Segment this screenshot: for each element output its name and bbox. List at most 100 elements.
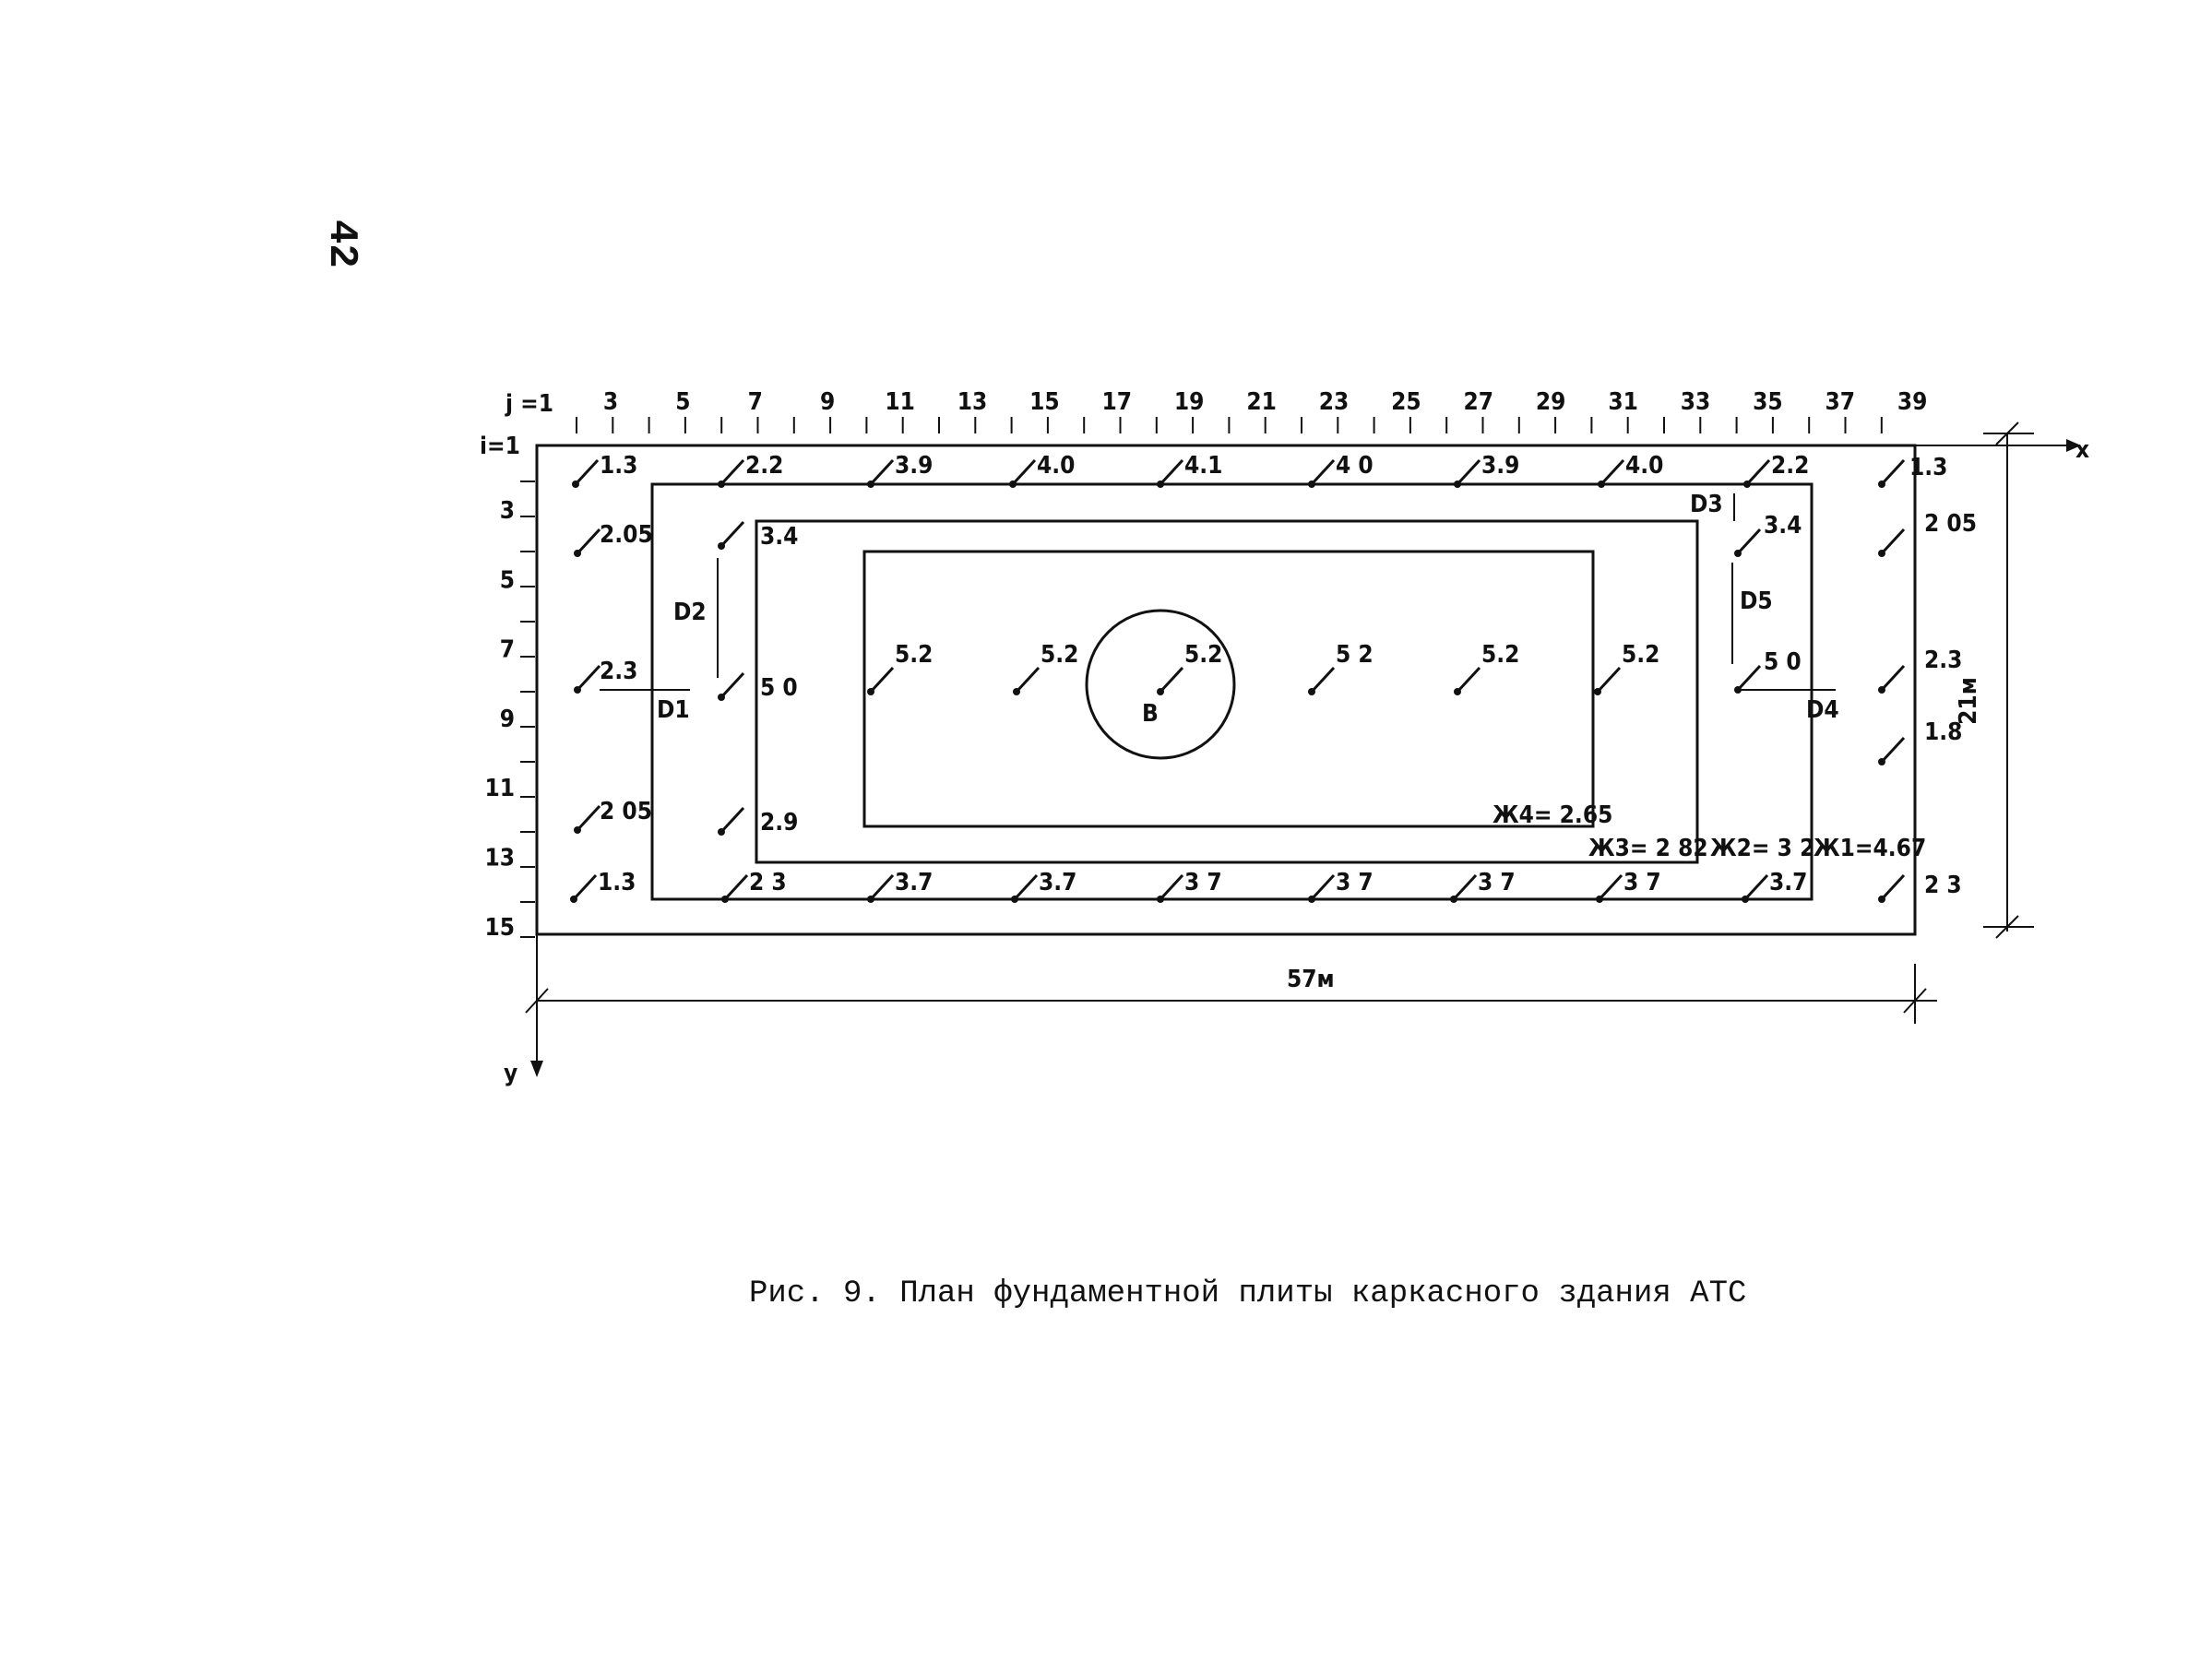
height-dimension: 21м — [1955, 677, 1982, 725]
value-point: 1.3 — [570, 869, 636, 903]
region-d3-label: D3 — [1690, 491, 1723, 518]
j-tick-label: 15 — [1029, 388, 1060, 416]
j-tick-label: 21 — [1246, 388, 1277, 416]
i-tick-label: 3 — [500, 497, 515, 525]
i-tick-label: 5 — [500, 566, 515, 594]
j-tick-label: 37 — [1825, 388, 1856, 416]
i-tick-label: 15 — [484, 914, 515, 942]
value-label: 1.3 — [600, 452, 637, 480]
i-tick-label: 9 — [500, 706, 515, 733]
value-point: 2.2 — [718, 452, 783, 488]
value-point: 3.7 — [1742, 869, 1807, 903]
value-label: 2 3 — [749, 869, 787, 896]
value-label: 2 05 — [600, 798, 652, 825]
value-label: 3.7 — [1039, 869, 1076, 896]
i-tick-marks: 3 5 7 9 11 13 15 — [484, 481, 535, 942]
value-label: 4 0 — [1336, 452, 1374, 480]
value-label: 5 0 — [760, 674, 798, 702]
value-label: 5.2 — [1041, 641, 1078, 669]
region-d5-label: D5 — [1740, 587, 1773, 615]
value-point: 3 7 — [1450, 869, 1516, 903]
value-point: 2 3 — [721, 869, 787, 903]
value-point: 5.2 — [1013, 641, 1078, 695]
value-point: 2.2 — [1743, 452, 1809, 488]
value-point: 1.3 — [1878, 454, 1947, 488]
value-label: 2.2 — [1771, 452, 1809, 480]
j-tick-label: 9 — [820, 388, 835, 416]
x-axis-label: x — [2075, 436, 2089, 464]
region-d1-label: D1 — [657, 696, 690, 724]
value-label: 4.0 — [1037, 452, 1075, 480]
value-point: 1.8 — [1878, 718, 1962, 765]
zone-k1-label: Ж1=4.67 — [1814, 835, 1926, 862]
value-label: 3.7 — [1769, 869, 1807, 896]
value-point: 3.4 — [1734, 512, 1802, 557]
j-tick-label: 23 — [1319, 388, 1350, 416]
value-label: 3 7 — [1478, 869, 1516, 896]
value-point: 2.3 — [574, 658, 637, 694]
value-label: 5.2 — [1184, 641, 1222, 669]
zone-k2-label: Ж2= 3 2 — [1710, 835, 1814, 862]
value-label: 2 05 — [1924, 510, 1977, 538]
j-tick-label: 33 — [1681, 388, 1711, 416]
value-label: 3.7 — [895, 869, 933, 896]
value-label: 2.3 — [1924, 647, 1962, 674]
value-point: 3 7 — [1308, 869, 1374, 903]
value-point: 2.9 — [718, 806, 798, 836]
value-point: 5 2 — [1308, 641, 1374, 695]
zone-k4-label: Ж4= 2.65 — [1493, 801, 1612, 829]
i-tick-label: 7 — [500, 636, 515, 664]
value-label: 3 7 — [1623, 869, 1661, 896]
j-tick-label: 7 — [748, 388, 763, 416]
j-axis-label: j =1 — [505, 390, 553, 418]
value-point: 3 7 — [1157, 869, 1222, 903]
value-point: 4.0 — [1598, 452, 1663, 488]
j-tick-label: 11 — [885, 388, 915, 416]
zone-k2-outline — [650, 482, 1814, 901]
value-point: 5.2 — [1454, 641, 1519, 695]
value-label: 5 2 — [1336, 641, 1374, 669]
value-point: 5.2 — [1594, 641, 1659, 695]
i-tick-label: 13 — [484, 845, 515, 872]
value-label: 5.2 — [1481, 641, 1519, 669]
value-label: 2.05 — [600, 521, 653, 549]
value-label: 1.3 — [1909, 454, 1947, 481]
i-tick-label: 11 — [484, 775, 515, 802]
value-label: 2.9 — [760, 809, 798, 836]
value-label: 2 3 — [1924, 872, 1962, 899]
value-label: 3 7 — [1184, 869, 1222, 896]
value-point: 3.4 — [718, 520, 798, 551]
j-tick-label: 25 — [1391, 388, 1421, 416]
width-dimension: 57м — [1287, 966, 1335, 993]
value-label: 5 0 — [1764, 648, 1802, 676]
region-b-label: B — [1142, 700, 1159, 728]
value-point: 1.3 — [572, 452, 637, 488]
value-point: 3.7 — [1011, 869, 1076, 903]
value-point: 3.7 — [867, 869, 933, 903]
value-point: 5.2 — [867, 641, 933, 695]
zone-k4-outline — [862, 550, 1595, 828]
value-point: 3 7 — [1596, 869, 1661, 903]
value-point: 5.2 — [1157, 641, 1222, 695]
value-label: 1.8 — [1924, 718, 1962, 746]
value-label: 3.9 — [895, 452, 933, 480]
value-point: 2.05 — [574, 521, 653, 557]
j-tick-label: 17 — [1102, 388, 1133, 416]
figure-caption: Рис. 9. План фундаментной плиты каркасно… — [749, 1276, 1747, 1311]
j-tick-label: 19 — [1174, 388, 1205, 416]
value-label: 3.4 — [1764, 512, 1802, 540]
value-point: 2 05 — [574, 798, 652, 834]
value-point: 2 3 — [1878, 872, 1962, 903]
value-point: 4 0 — [1308, 452, 1374, 488]
value-point: 3.9 — [867, 452, 933, 488]
i-axis-label: i=1 — [480, 433, 520, 460]
value-label: 4.0 — [1625, 452, 1663, 480]
value-label: 1.3 — [598, 869, 636, 896]
j-tick-label: 29 — [1536, 388, 1566, 416]
j-tick-label: 35 — [1753, 388, 1783, 416]
value-label: 2.2 — [745, 452, 783, 480]
value-label: 4.1 — [1184, 452, 1222, 480]
value-point: 5 0 — [1734, 648, 1802, 694]
value-point: 2.3 — [1878, 647, 1962, 694]
